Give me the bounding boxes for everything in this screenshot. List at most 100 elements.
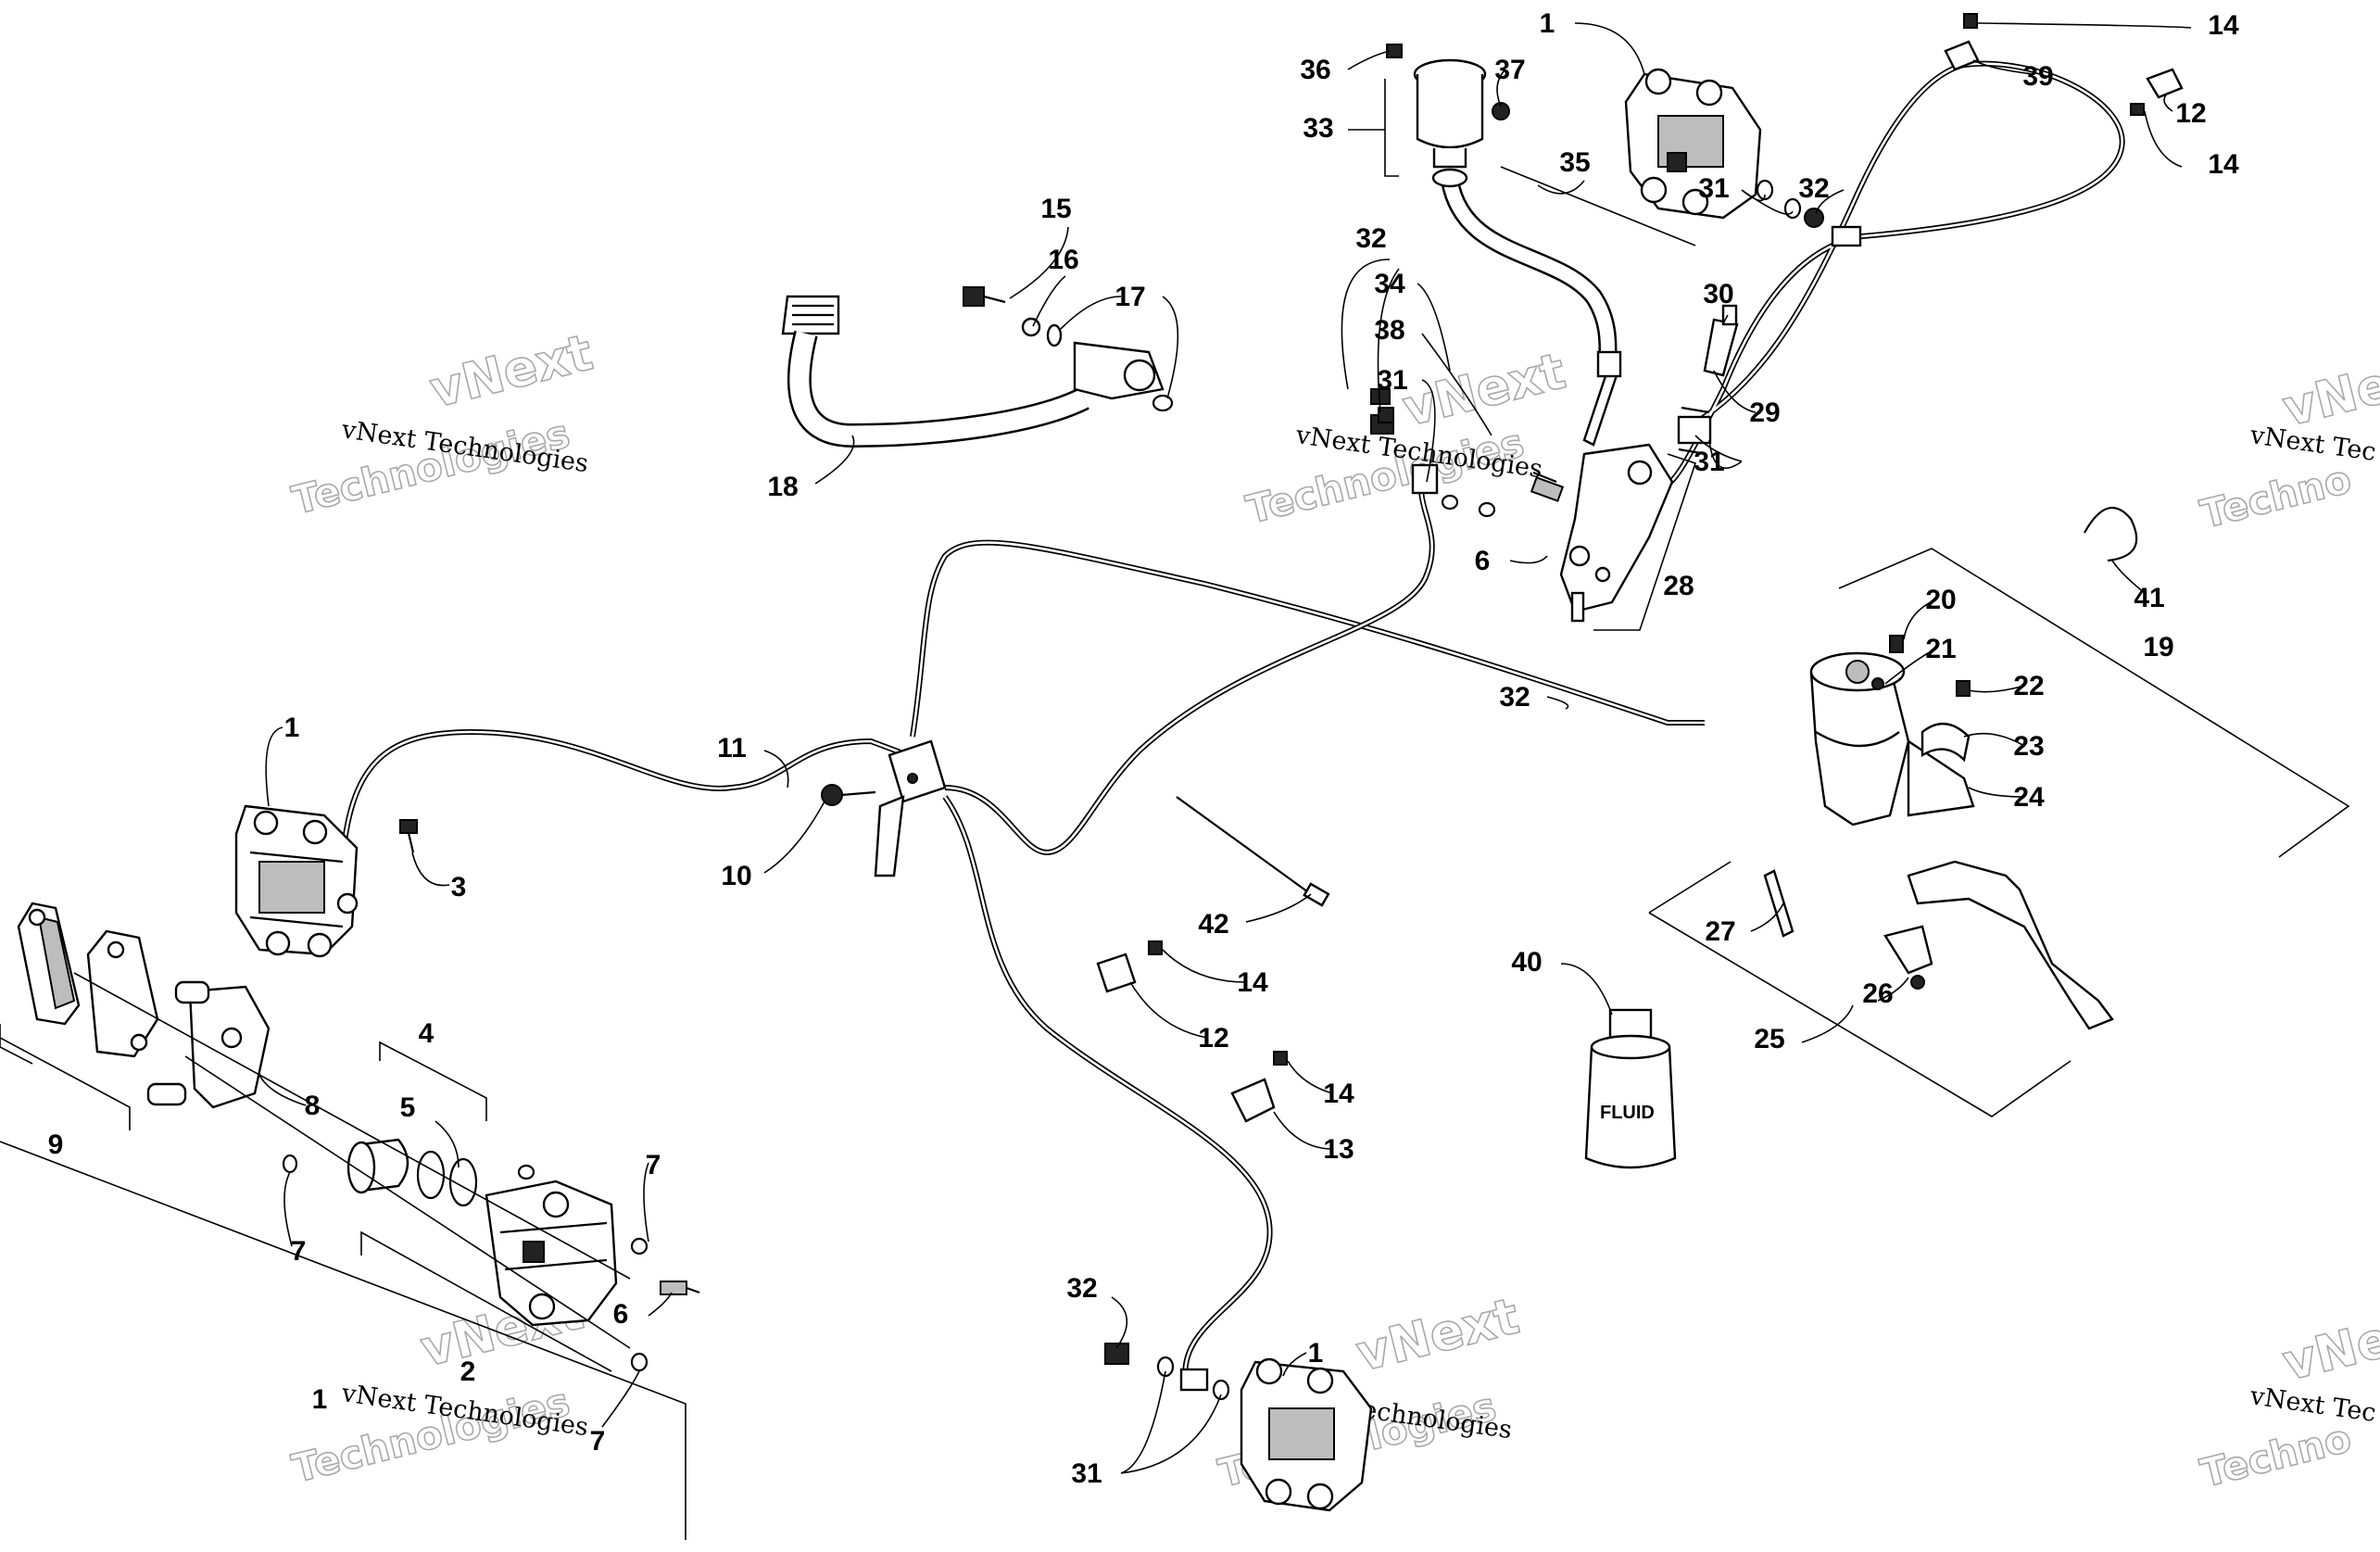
leader-line-6: [1509, 555, 1548, 564]
watermark-text: vNext Tec: [2248, 1382, 2378, 1428]
callout-37: 37: [1494, 55, 1525, 85]
o-ring-d: [630, 1352, 649, 1372]
callout-11: 11: [717, 733, 747, 763]
callout-31: 31: [1071, 1458, 1102, 1489]
banjo-bolt-bottom: [1104, 1343, 1129, 1365]
pedal-o-ring: [1152, 394, 1174, 412]
banjo-fitting-2: [1677, 415, 1712, 445]
callout-36: 36: [1300, 55, 1330, 85]
lever-adjuster: [1883, 925, 1933, 990]
leader-line-14: [1977, 22, 2192, 29]
banjo-bolt-upper: [1804, 208, 1824, 228]
brake-line-upper-loop: [910, 539, 1705, 738]
brake-fluid-bottle: [1584, 1008, 1677, 1169]
piston-seal-2: [448, 1157, 478, 1207]
leader-line-13: [1273, 1111, 1333, 1150]
brake-lever: [1907, 860, 2114, 1030]
leader-line-23: [1963, 732, 2025, 747]
callout-1: 1: [1308, 1338, 1324, 1369]
callout-32: 32: [1355, 223, 1386, 254]
leader-line-15: [1009, 226, 1069, 299]
junction-block: [874, 739, 947, 877]
leader-line-1: [1574, 22, 1645, 75]
cable-tie: [1176, 796, 1330, 907]
callout-27: 27: [1705, 916, 1735, 947]
leader-line-8: [258, 1074, 307, 1106]
banjo-fitting-bottom: [1179, 1368, 1209, 1392]
piston: [346, 1138, 409, 1194]
o-ring-b: [630, 1237, 649, 1255]
callout-25: 25: [1754, 1024, 1784, 1054]
assembly-axis-line-2: [184, 1055, 631, 1349]
pedal-bushing: [1046, 323, 1063, 347]
brake-pad-outer: [17, 902, 81, 1026]
leader-line-1: [1282, 1352, 1307, 1377]
leader-line-32: [1341, 259, 1400, 413]
leader-line-22: [1968, 685, 2025, 693]
crush-washer-d: [1478, 501, 1496, 518]
callout-39: 39: [2022, 61, 2053, 92]
leader-line-18: [814, 435, 855, 485]
handlebar-master-cylinder: [1809, 651, 1975, 826]
leader-line-7: [601, 1370, 640, 1428]
callout-23: 23: [2013, 731, 2044, 762]
junction-bolt: [821, 784, 876, 806]
brake-line-to-rear-master: [944, 471, 1435, 856]
callout-31: 31: [1694, 447, 1724, 477]
callout-41: 41: [2134, 583, 2164, 613]
callout-10: 10: [721, 861, 751, 891]
leader-line-7: [643, 1162, 649, 1243]
piston-seal: [416, 1150, 446, 1200]
callout-12: 12: [2175, 98, 2206, 129]
watermark-center-left: vNext Technologies vNext Technologies: [287, 322, 599, 524]
leader-line-24: [1968, 787, 2025, 798]
callout-9: 9: [48, 1129, 64, 1160]
pedal-washer: [1021, 317, 1041, 337]
fluid-label: FLUID: [1600, 1103, 1655, 1123]
watermark-brand: vNe: [2277, 1309, 2380, 1392]
callout-1: 1: [1540, 8, 1555, 39]
leader-line-17: [1060, 296, 1179, 399]
push-rod: [1582, 350, 1622, 447]
leader-line-34: [1417, 283, 1451, 372]
handlebar-clamp: [1920, 723, 1971, 763]
callout-40: 40: [1511, 947, 1542, 978]
callout-31: 31: [1698, 173, 1729, 204]
leader-line-29: [1713, 370, 1757, 413]
reservoir-nut: [1492, 102, 1510, 120]
pivot-bolt: [1532, 471, 1557, 484]
bracket-35: [1500, 166, 1696, 246]
reservoir-cap-screw: [1889, 635, 1904, 653]
leader-line-5: [434, 1120, 460, 1168]
callout-15: 15: [1040, 194, 1071, 224]
callout-20: 20: [1925, 585, 1956, 615]
leader-line-6: [648, 1292, 673, 1317]
line-clamp-12-upper: [2130, 68, 2184, 116]
brake-pad-inner: [86, 929, 159, 1058]
bleeder-rear-master: [1530, 476, 1565, 502]
callout-34: 34: [1374, 269, 1405, 299]
lever-pivot-bolt: [1763, 869, 1794, 938]
bleeder-exploded: [660, 1281, 700, 1295]
callout-33: 33: [1303, 113, 1333, 144]
callout-31: 31: [1377, 365, 1407, 396]
leader-line-12: [1129, 981, 1208, 1039]
leader-line-31: [1421, 379, 1436, 483]
crush-washer-c: [1441, 494, 1459, 511]
leader-line-27: [1750, 902, 1784, 932]
crush-washer-b: [1783, 197, 1802, 220]
leader-line-36: [1347, 50, 1391, 70]
callout-8: 8: [305, 1091, 321, 1121]
caliper-left: [234, 804, 359, 958]
caliper-upper-right: [1624, 68, 1762, 220]
reservoir: [1413, 58, 1487, 188]
brake-line-left-caliper: [340, 728, 910, 858]
leader-line-14: [1287, 1060, 1333, 1094]
callout-42: 42: [1198, 909, 1228, 940]
watermark-brand: vNext: [1351, 1287, 1525, 1383]
leader-line-12: [2163, 92, 2173, 112]
callout-38: 38: [1374, 315, 1404, 346]
leader-line-35: [1537, 180, 1585, 195]
caliper-bracket: [146, 980, 271, 1109]
